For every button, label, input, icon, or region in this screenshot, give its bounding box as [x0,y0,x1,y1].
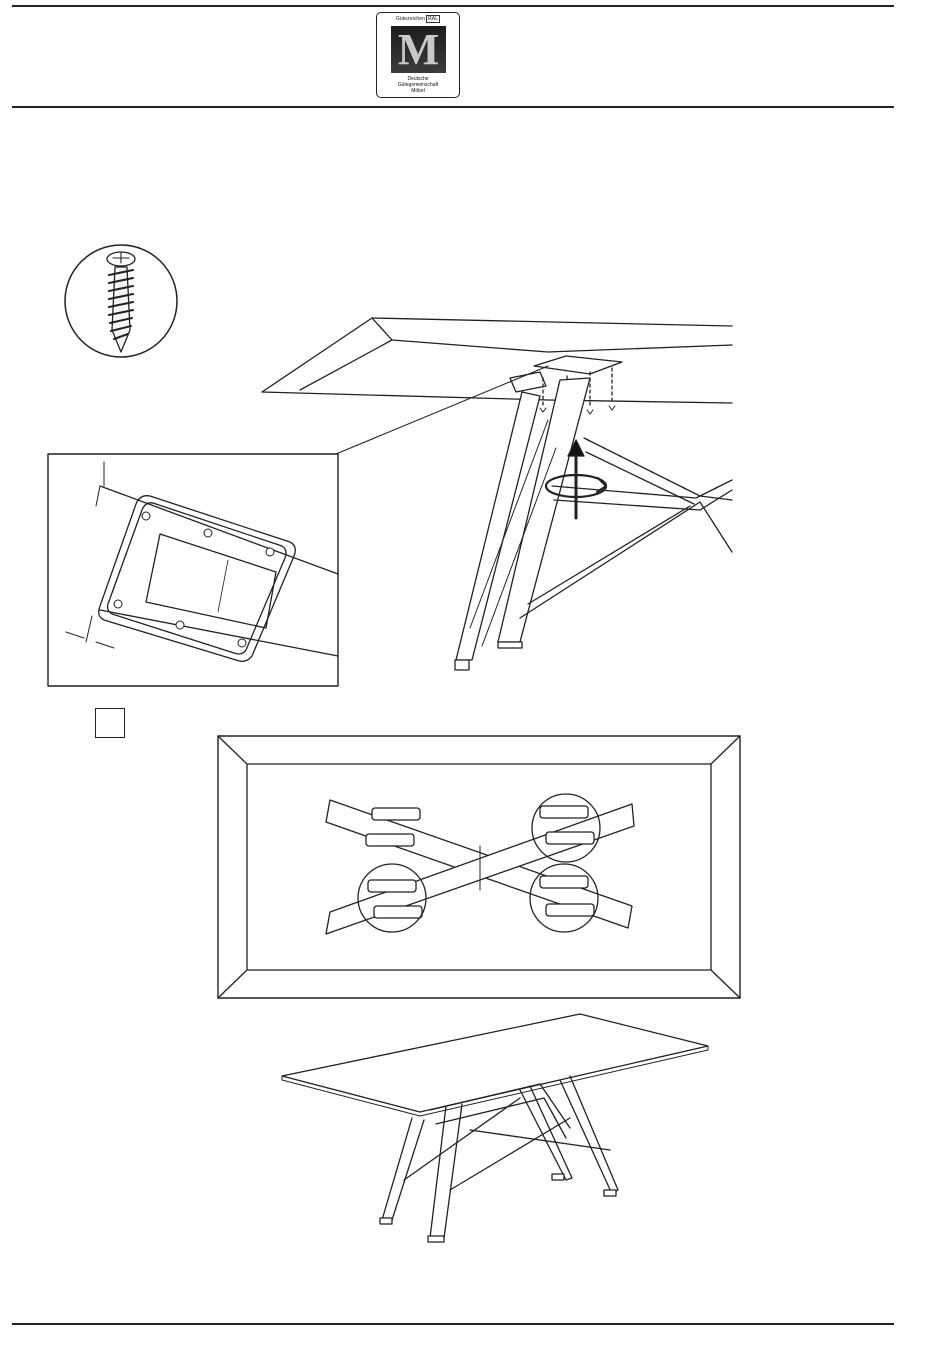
leg-frame-attach-illustration [262,318,732,670]
mounting-plate-detail [48,454,338,686]
underside-top-view [218,736,740,998]
screw-icon [65,245,177,357]
assembled-table-illustration [282,1014,708,1242]
step-box [95,708,125,738]
footer-rule [12,1323,894,1325]
